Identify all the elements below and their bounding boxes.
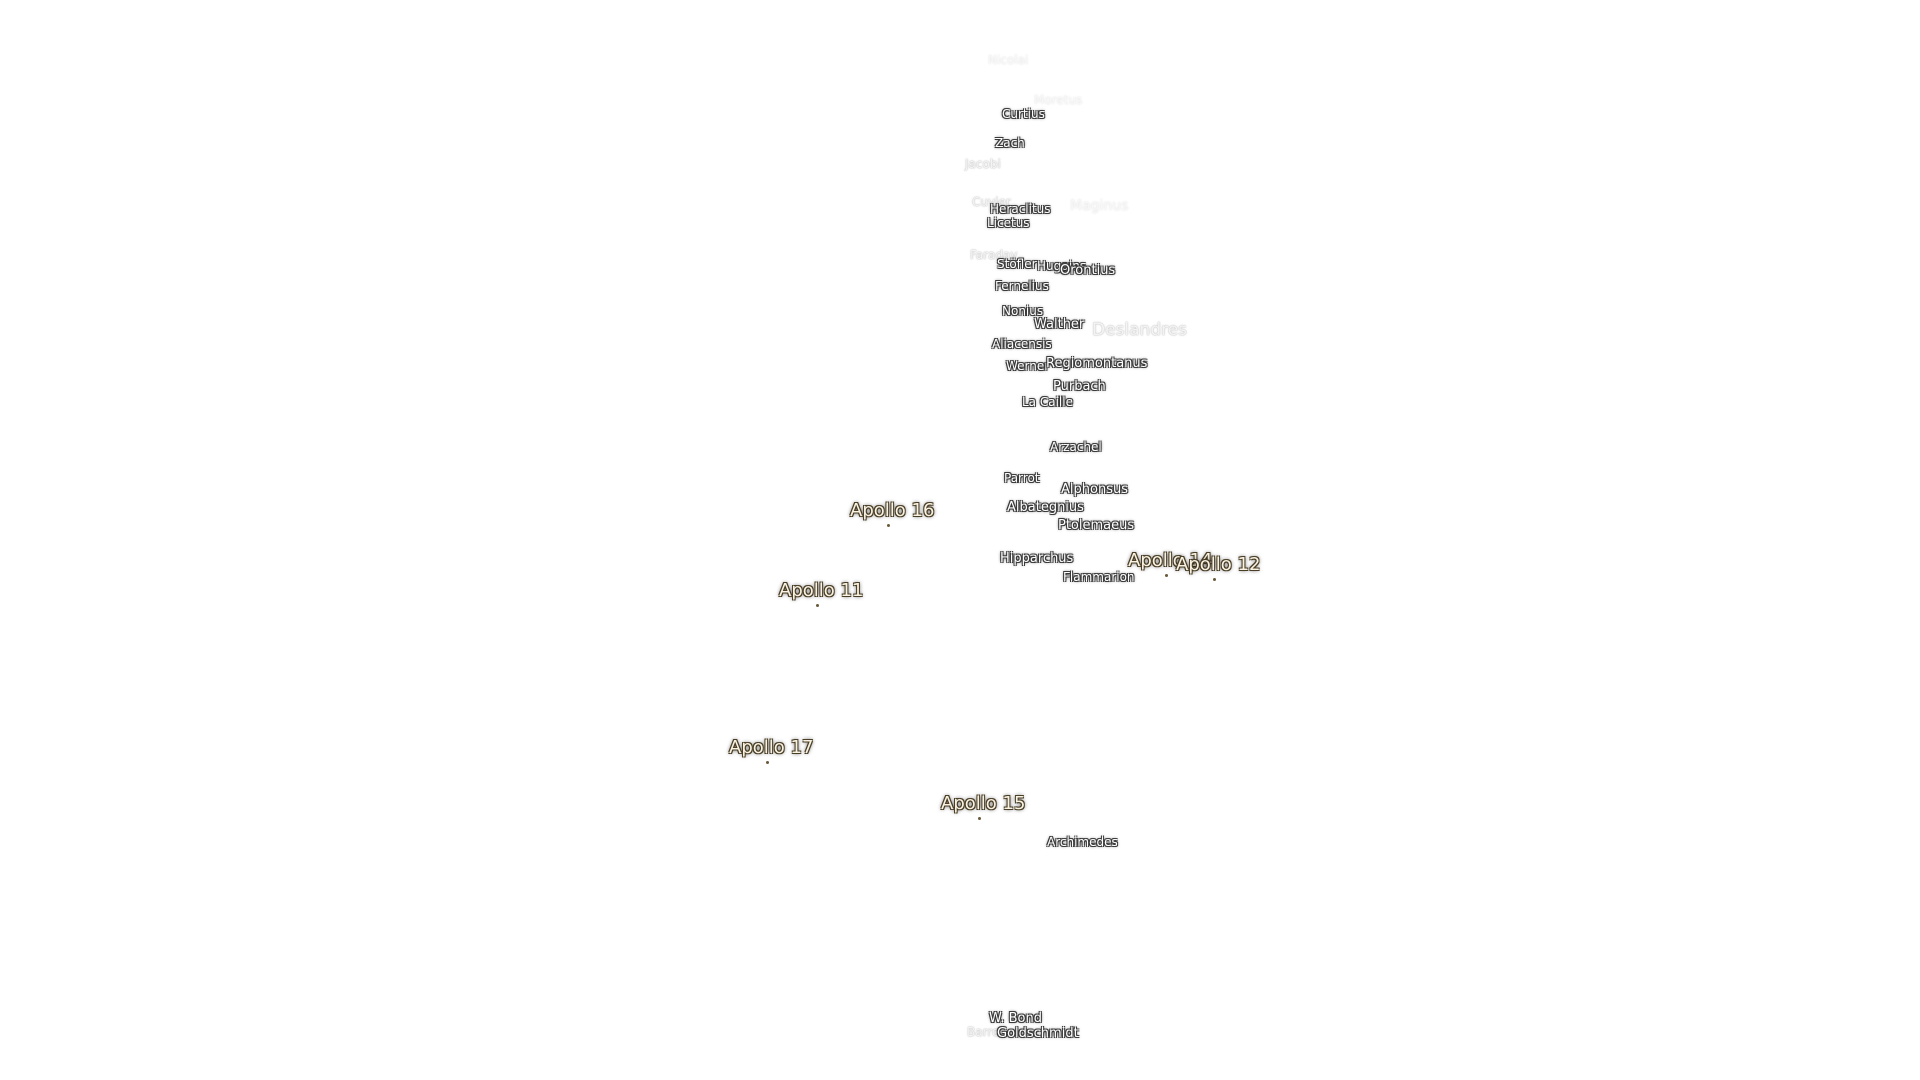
crater-label-parrot: Parrot — [1004, 471, 1040, 485]
apollo-11-site-marker[interactable] — [816, 604, 819, 607]
crater-label-zach: Zach — [995, 136, 1025, 150]
apollo-15-site-marker[interactable] — [978, 817, 981, 820]
crater-label-huggins: Huggins — [1037, 259, 1087, 273]
crater-label-archimedes: Archimedes — [1047, 835, 1118, 849]
crater-label-heraclitus: Heraclitus — [990, 202, 1051, 216]
apollo-16-site-marker[interactable] — [887, 524, 890, 527]
crater-label-stofler: Stöfler — [997, 257, 1037, 271]
apollo-12-label[interactable]: Apollo 12 — [1176, 554, 1261, 575]
crater-label-regiomontanus: Regiomontanus — [1046, 356, 1148, 371]
apollo-16-label[interactable]: Apollo 16 — [850, 500, 935, 521]
crater-label-maginus: Maginus — [1070, 198, 1129, 214]
crater-label-nonius: Nonius — [1002, 304, 1044, 318]
crater-label-alphonsus: Alphonsus — [1061, 482, 1128, 497]
crater-label-la-caille: La Caille — [1022, 395, 1073, 409]
crater-label-fernelius: Fernelius — [995, 279, 1049, 293]
crater-label-deslandres: Deslandres — [1092, 320, 1188, 340]
crater-label-jacobi: Jacobi — [965, 157, 1001, 171]
crater-label-nicolai: Nicolai — [988, 53, 1029, 67]
crater-label-faraday: Faraday — [970, 248, 1018, 262]
apollo-17-label[interactable]: Apollo 17 — [729, 737, 814, 758]
crater-label-orontius: Orontius — [1060, 263, 1116, 278]
apollo-11-label[interactable]: Apollo 11 — [779, 580, 864, 601]
crater-label-goldschmidt: Goldschmidt — [997, 1026, 1079, 1041]
crater-label-arzachel: Arzachel — [1050, 440, 1102, 454]
apollo-15-label[interactable]: Apollo 15 — [941, 793, 1026, 814]
apollo-12-site-marker[interactable] — [1213, 578, 1216, 581]
crater-label-w-bond: W. Bond — [989, 1011, 1042, 1026]
crater-label-purbach: Purbach — [1053, 379, 1106, 394]
crater-label-hipparchus: Hipparchus — [1000, 551, 1074, 566]
crater-label-cuvier: Cuvier — [972, 195, 1011, 209]
apollo-17-site-marker[interactable] — [766, 761, 769, 764]
crater-label-licetus: Licetus — [987, 216, 1030, 230]
crater-label-curtius: Curtius — [1002, 107, 1045, 121]
crater-label-walther: Walther — [1034, 317, 1085, 332]
crater-label-flammarion: Flammarion — [1063, 570, 1135, 584]
crater-label-ptolemaeus: Ptolemaeus — [1058, 518, 1135, 533]
crater-label-albategnius: Albategnius — [1007, 500, 1084, 515]
crater-label-barrow: Barrow — [967, 1025, 1010, 1039]
apollo-14-site-marker[interactable] — [1165, 574, 1168, 577]
crater-label-werner: Werner — [1006, 359, 1050, 373]
apollo-14-label[interactable]: Apollo 14 — [1128, 550, 1213, 571]
crater-label-moretus: Moretus — [1034, 93, 1083, 107]
crater-label-aliacensis: Aliacensis — [992, 337, 1052, 351]
